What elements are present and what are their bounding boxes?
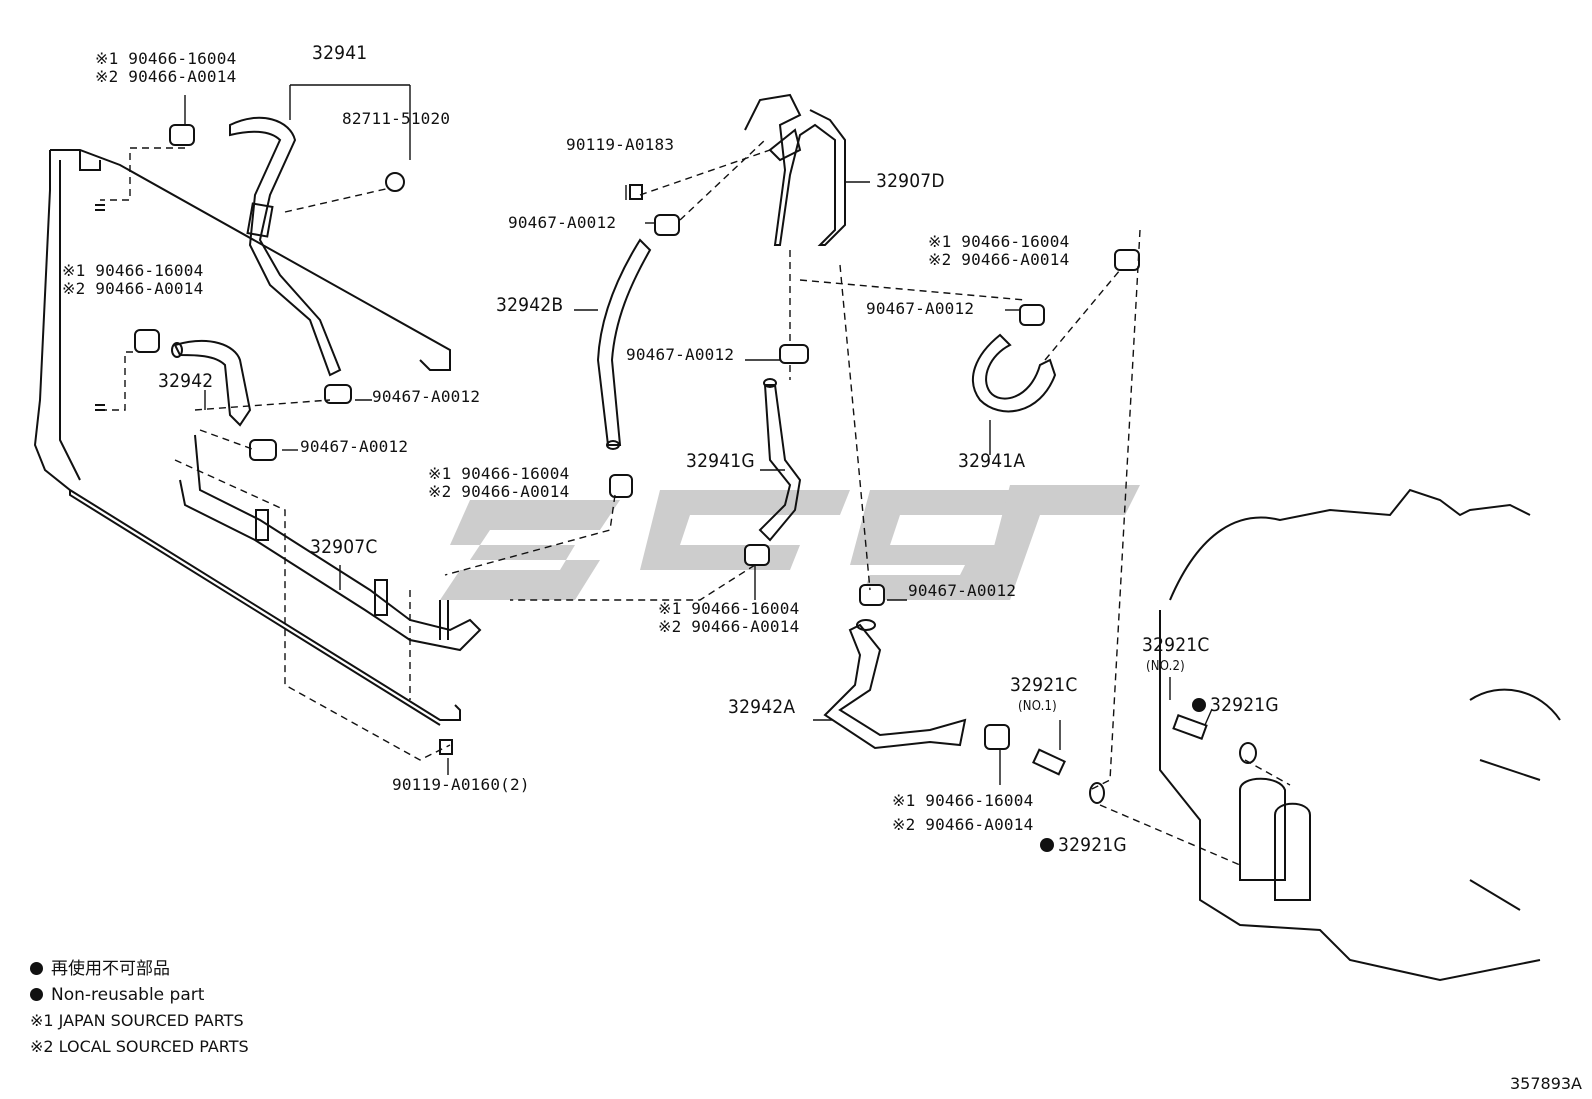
clamp-label-3: ※1 90466-16004※2 90466-A0014 (428, 465, 569, 501)
part-label-bolt-top: 90119-A0183 (566, 135, 675, 154)
nonreusable-dot-icon (1040, 838, 1054, 852)
part-label-32921c-no2: 32921C (1142, 634, 1210, 656)
part-sublabel-no1: (NO.1) (1018, 699, 1057, 714)
clamp-label-6: ※1 90466-16004 ※2 90466-A0014 (892, 792, 1033, 834)
part-label-32921g-right: 32921G (1192, 694, 1279, 716)
document-id: 357893A (1509, 1074, 1582, 1093)
part-label-32941: 32941 (312, 42, 368, 64)
part-number: 32921G (1058, 834, 1127, 856)
part-label-32941a: 32941A (958, 450, 1026, 472)
part-label-bolt-bottom: 90119-A0160(2) (392, 775, 530, 794)
clamp-local-number: ※2 90466-A0014 (928, 250, 1070, 269)
nonreusable-dot-icon (30, 988, 43, 1001)
part-label-clip-b: 90467-A0012 (300, 437, 409, 456)
label-lines (184, 84, 1213, 785)
leader-lines (100, 139, 1291, 866)
legend-nonreusable-en: Non-reusable part (51, 985, 205, 1005)
legend-row-jp: 再使用不可部品 (30, 958, 249, 980)
part-label-32942b: 32942B (496, 294, 564, 316)
clamp-japan-number: ※1 90466-16004 (658, 599, 800, 618)
part-label-32921g-bottom: 32921G (1040, 834, 1127, 856)
engine-outline (1159, 488, 1561, 982)
clamp-local-number: ※2 90466-A0014 (95, 67, 237, 86)
watermark-logo (440, 485, 1140, 600)
radiator-outline (33, 149, 461, 726)
nonreusable-dot-icon (1192, 698, 1206, 712)
legend-note-1: ※1 JAPAN SOURCED PARTS (30, 1011, 244, 1030)
hoses-and-pipes (171, 93, 1057, 750)
clamp-japan-number: ※1 90466-16004 (928, 232, 1070, 251)
clamp-label-4: ※1 90466-16004※2 90466-A0014 (658, 600, 799, 636)
clamp-local-number: ※2 90466-A0014 (892, 815, 1034, 834)
part-label-clip-e: 90467-A0012 (908, 581, 1017, 600)
clamp-local-number: ※2 90466-A0014 (658, 617, 800, 636)
part-number: 32921G (1210, 694, 1279, 716)
legend-nonreusable-jp: 再使用不可部品 (51, 959, 170, 979)
clamp-local-number: ※2 90466-A0014 (428, 482, 570, 501)
part-label-32941g: 32941G (686, 450, 755, 472)
legend-row-en: Non-reusable part (30, 984, 249, 1006)
part-label-clip-d: 90467-A0012 (626, 345, 735, 364)
clamp-japan-number: ※1 90466-16004 (428, 464, 570, 483)
clamp-label-5: ※1 90466-16004※2 90466-A0014 (928, 233, 1069, 269)
nonreusable-dot-icon (30, 962, 43, 975)
clamp-japan-number: ※1 90466-16004 (95, 49, 237, 68)
clamp-local-number: ※2 90466-A0014 (62, 279, 204, 298)
part-label-clip-a: 90467-A0012 (372, 387, 481, 406)
part-sublabel-no2: (NO.2) (1146, 659, 1185, 674)
legend-note-2: ※2 LOCAL SOURCED PARTS (30, 1037, 249, 1056)
clips-and-fittings (134, 124, 1257, 804)
clamp-label-1: ※1 90466-16004※2 90466-A0014 (95, 50, 236, 86)
part-label-clip-c: 90467-A0012 (508, 213, 617, 232)
legend: 再使用不可部品 Non-reusable part ※1 JAPAN SOURC… (30, 958, 249, 1058)
clamp-japan-number: ※1 90466-16004 (892, 791, 1034, 810)
part-label-32907c: 32907C (310, 536, 378, 558)
clamp-label-2: ※1 90466-16004※2 90466-A0014 (62, 262, 203, 298)
part-label-32942a: 32942A (728, 696, 796, 718)
part-label-32942: 32942 (158, 370, 214, 392)
part-label-32921c-no1: 32921C (1010, 674, 1078, 696)
part-label-32907d: 32907D (876, 170, 945, 192)
part-label-clip-f: 90467-A0012 (866, 299, 975, 318)
clamp-japan-number: ※1 90466-16004 (62, 261, 204, 280)
part-label-82711: 82711-51020 (342, 109, 451, 128)
